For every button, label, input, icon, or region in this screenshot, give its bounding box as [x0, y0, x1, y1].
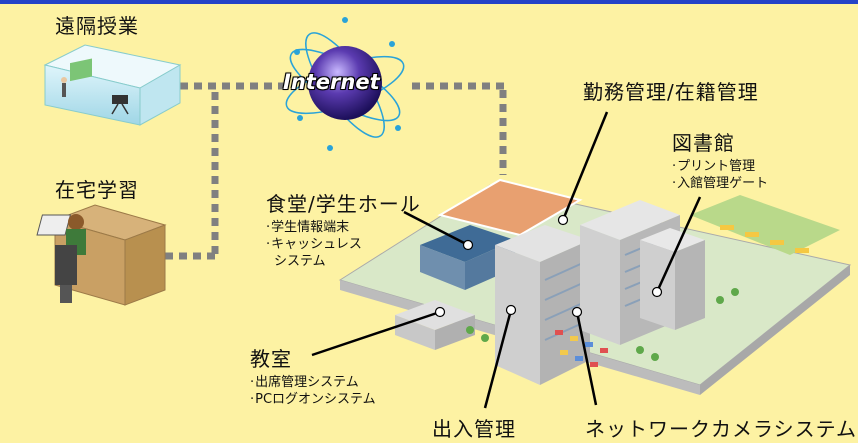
cafeteria-callout: 食堂/学生ホール 学生情報端末 キャッシュレス システム — [266, 188, 421, 270]
library-item-gate: 入館管理ゲート — [672, 175, 768, 192]
cafeteria-item-continuation: システム — [274, 254, 326, 269]
classroom-item-pc-logon: PCログオンシステム — [250, 391, 376, 408]
network-dotted-lines — [165, 82, 507, 260]
home-study-illustration — [36, 204, 167, 306]
callout-line-entry — [483, 309, 513, 409]
home-study-label: 在宅学習 — [55, 178, 139, 202]
internet-label: Internet — [283, 70, 380, 94]
library-callout: 図書館 プリント管理 入館管理ゲート — [672, 127, 768, 192]
classroom-title: 教室 — [250, 347, 292, 371]
internet-globe-icon — [285, 17, 405, 151]
callout-dots — [434, 214, 663, 318]
network-camera-label: ネットワークカメラシステム — [585, 417, 857, 441]
cafeteria-item-cashless: キャッシュレス — [266, 236, 421, 253]
classroom-callout: 教室 出席管理システム PCログオンシステム — [250, 343, 376, 408]
callout-line-camera — [575, 311, 598, 406]
attendance-mgmt-label: 勤務管理/在籍管理 — [583, 80, 759, 104]
callout-line-classroom — [311, 310, 441, 357]
callout-line-attendance — [561, 111, 609, 221]
entry-mgmt-label: 出入管理 — [432, 417, 516, 441]
classroom-item-attendance: 出席管理システム — [250, 374, 376, 391]
cafeteria-title: 食堂/学生ホール — [266, 192, 421, 216]
cafeteria-item-terminal: 学生情報端末 — [266, 219, 421, 236]
remote-class-label: 遠隔授業 — [55, 14, 139, 38]
callout-line-library — [655, 196, 702, 293]
library-title: 図書館 — [672, 131, 735, 155]
remote-classroom-illustration — [43, 44, 182, 126]
campus-illustration — [338, 178, 852, 395]
callout-lines — [311, 111, 702, 409]
callout-line-cafeteria — [403, 210, 469, 247]
library-item-print: プリント管理 — [672, 158, 768, 175]
top-accent-bar — [0, 0, 858, 4]
